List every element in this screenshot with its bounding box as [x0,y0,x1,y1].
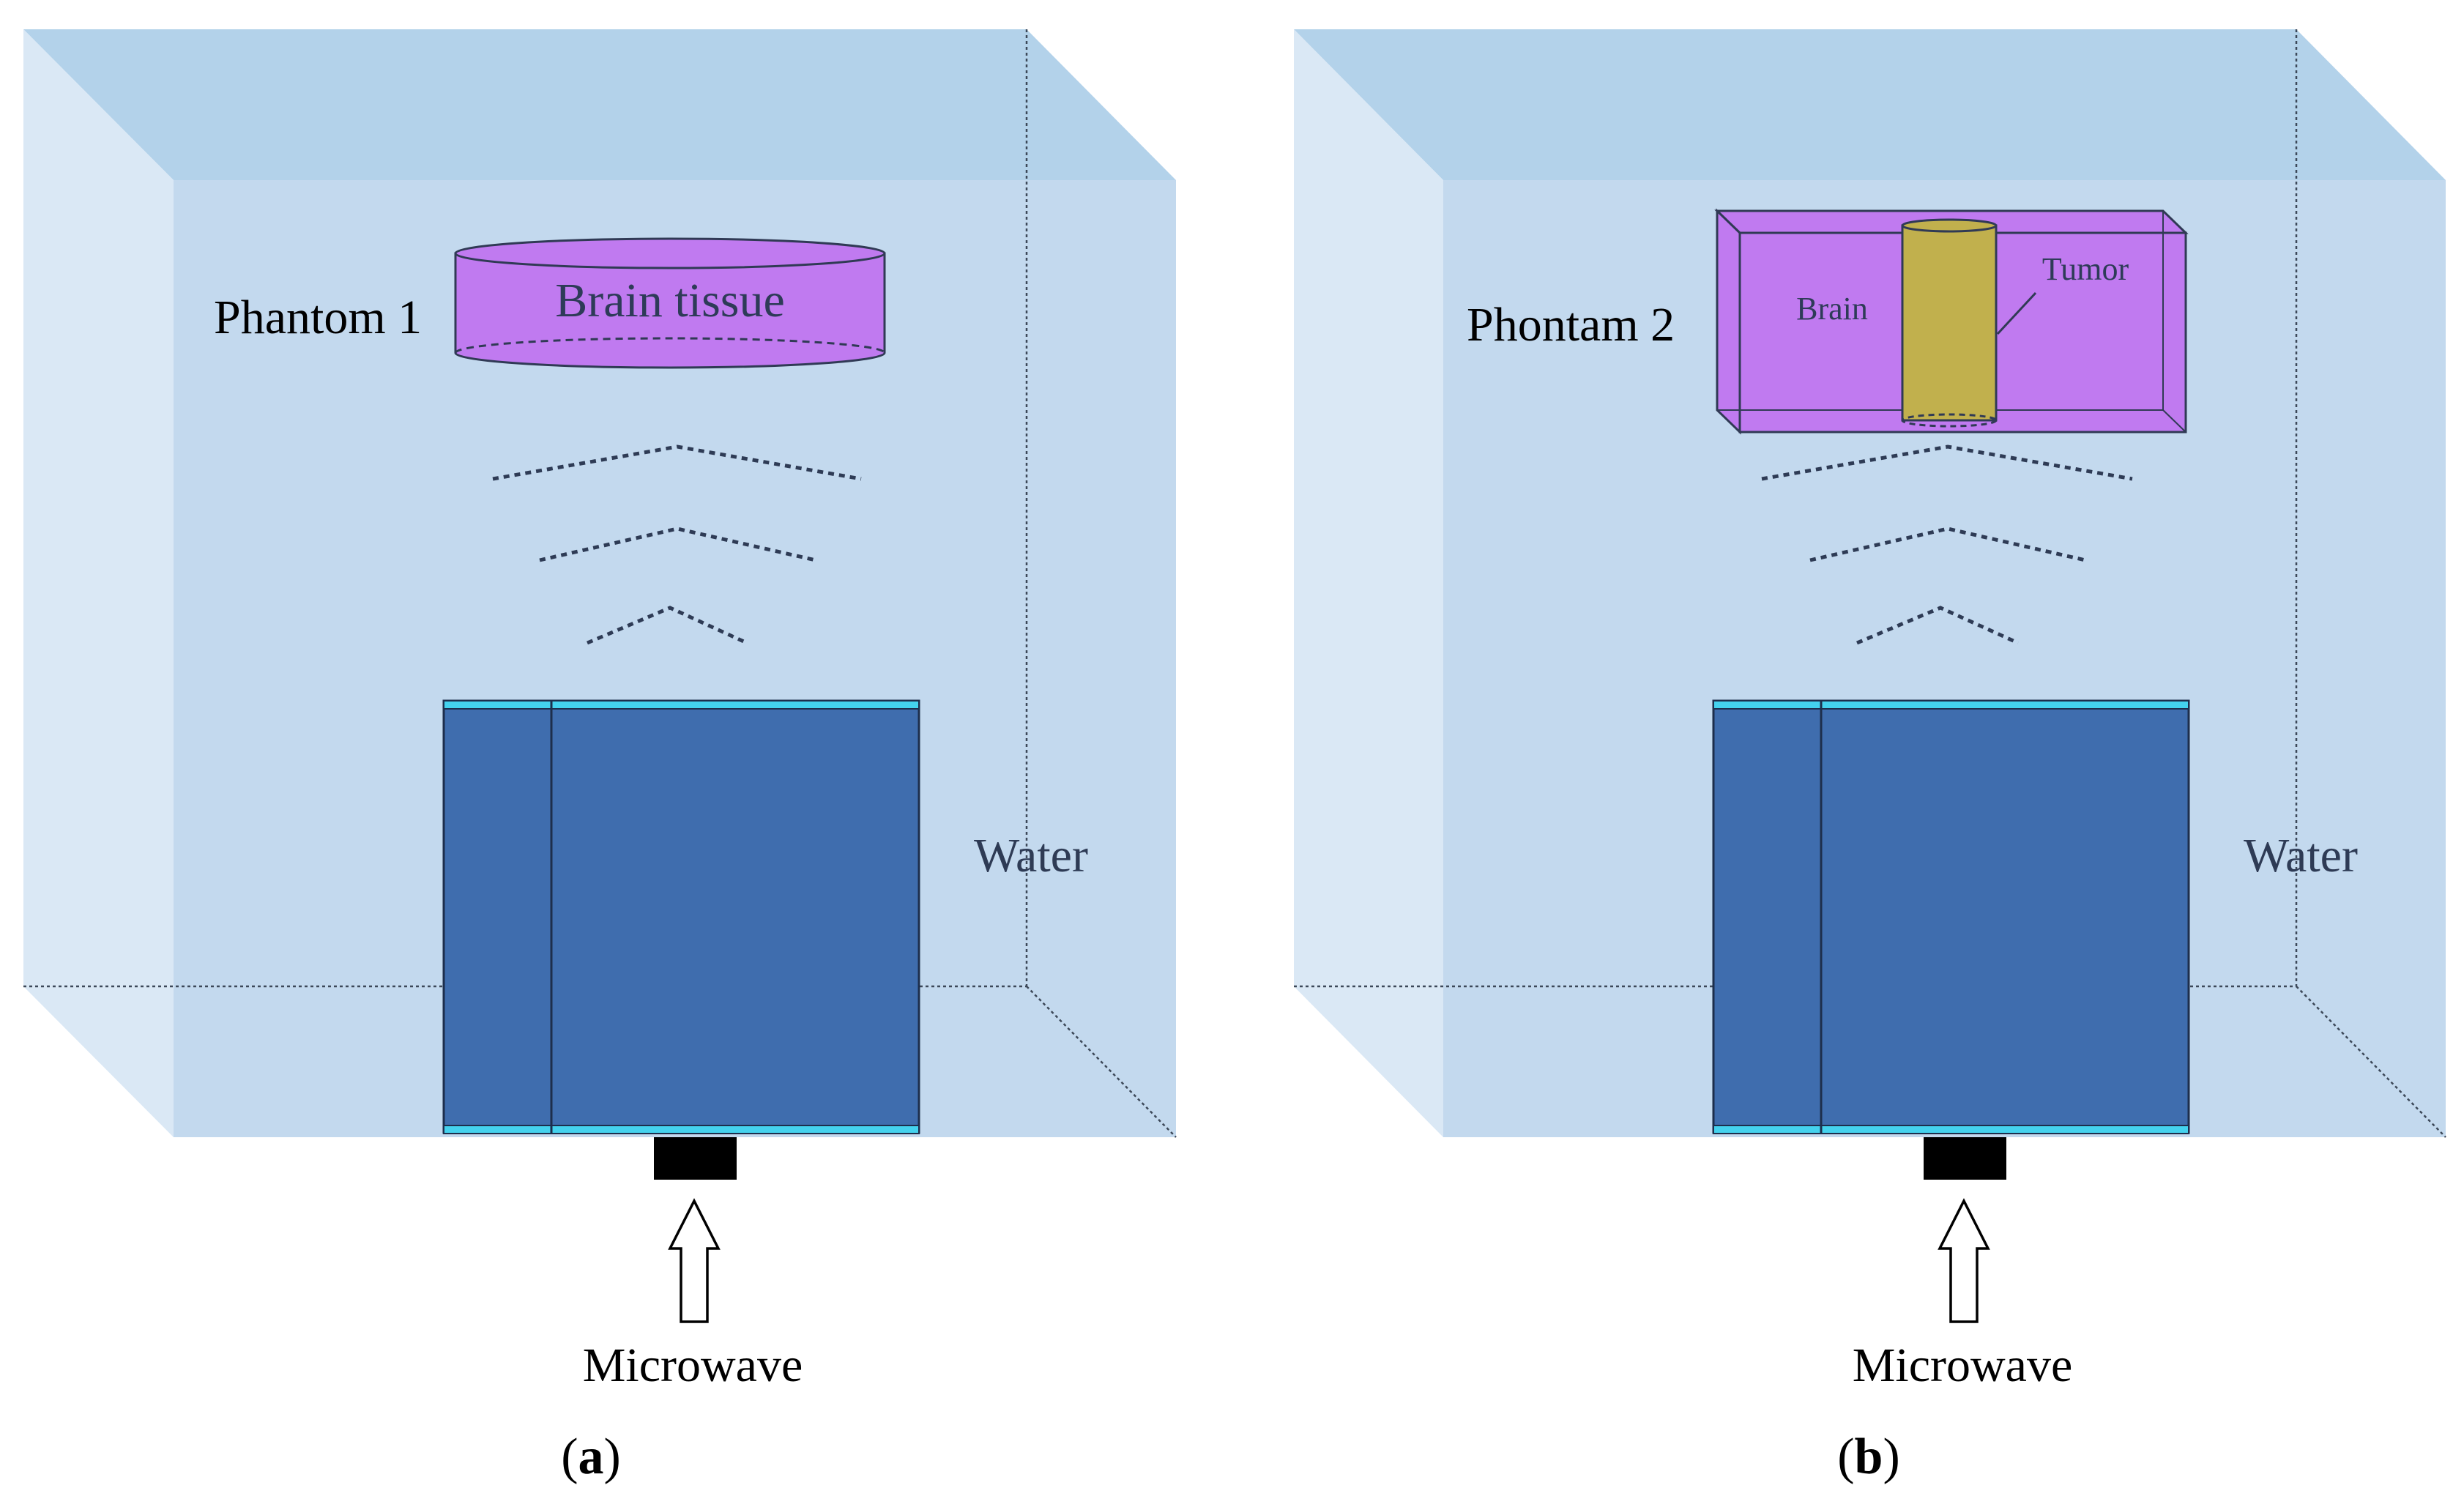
water-front-face-a [174,180,1176,1137]
brain-label: Brain [1796,291,1868,327]
microwave-arrow-b [1938,1198,1990,1323]
water-box-a [23,29,1177,1138]
antenna-b [1712,699,2190,1134]
water-box-b [1294,29,2446,1138]
caption-a: (a) [561,1429,621,1485]
water-label-a: Water [974,829,1088,882]
phantom-label-a: Phantom 1 [214,291,422,344]
tumor-cylinder [1901,218,1998,428]
water-label-b: Water [2244,829,2358,882]
tumor-leader-line [1996,291,2037,335]
feed-port-b [1924,1137,2006,1180]
feed-port-a [654,1137,737,1180]
panel-b: Phontam 2 Brain Tumor [1294,29,2446,1485]
water-left-face-b [1294,29,1443,1137]
antenna-a [442,699,920,1134]
tumor-label: Tumor [2042,251,2129,287]
microwave-label-b: Microwave [1853,1339,2073,1392]
brain-tissue-label: Brain tissue [555,274,784,327]
water-front-face-b [1443,180,2446,1137]
water-top-face-b [1294,29,2446,180]
brain-tissue-cylinder: Brain tissue [454,237,886,369]
caption-b: (b) [1837,1429,1900,1485]
water-top-face-a [23,29,1176,180]
water-left-face-a [23,29,174,1137]
microwave-arrow-a [668,1198,721,1323]
phantom-label-b: Phontam 2 [1467,298,1675,351]
microwave-label-a: Microwave [583,1339,803,1392]
wave-fronts-b [1761,444,2133,645]
panel-a: Phantom 1 Brain tissue Water Microwave [23,29,1177,1485]
wave-fronts-a [492,444,862,645]
